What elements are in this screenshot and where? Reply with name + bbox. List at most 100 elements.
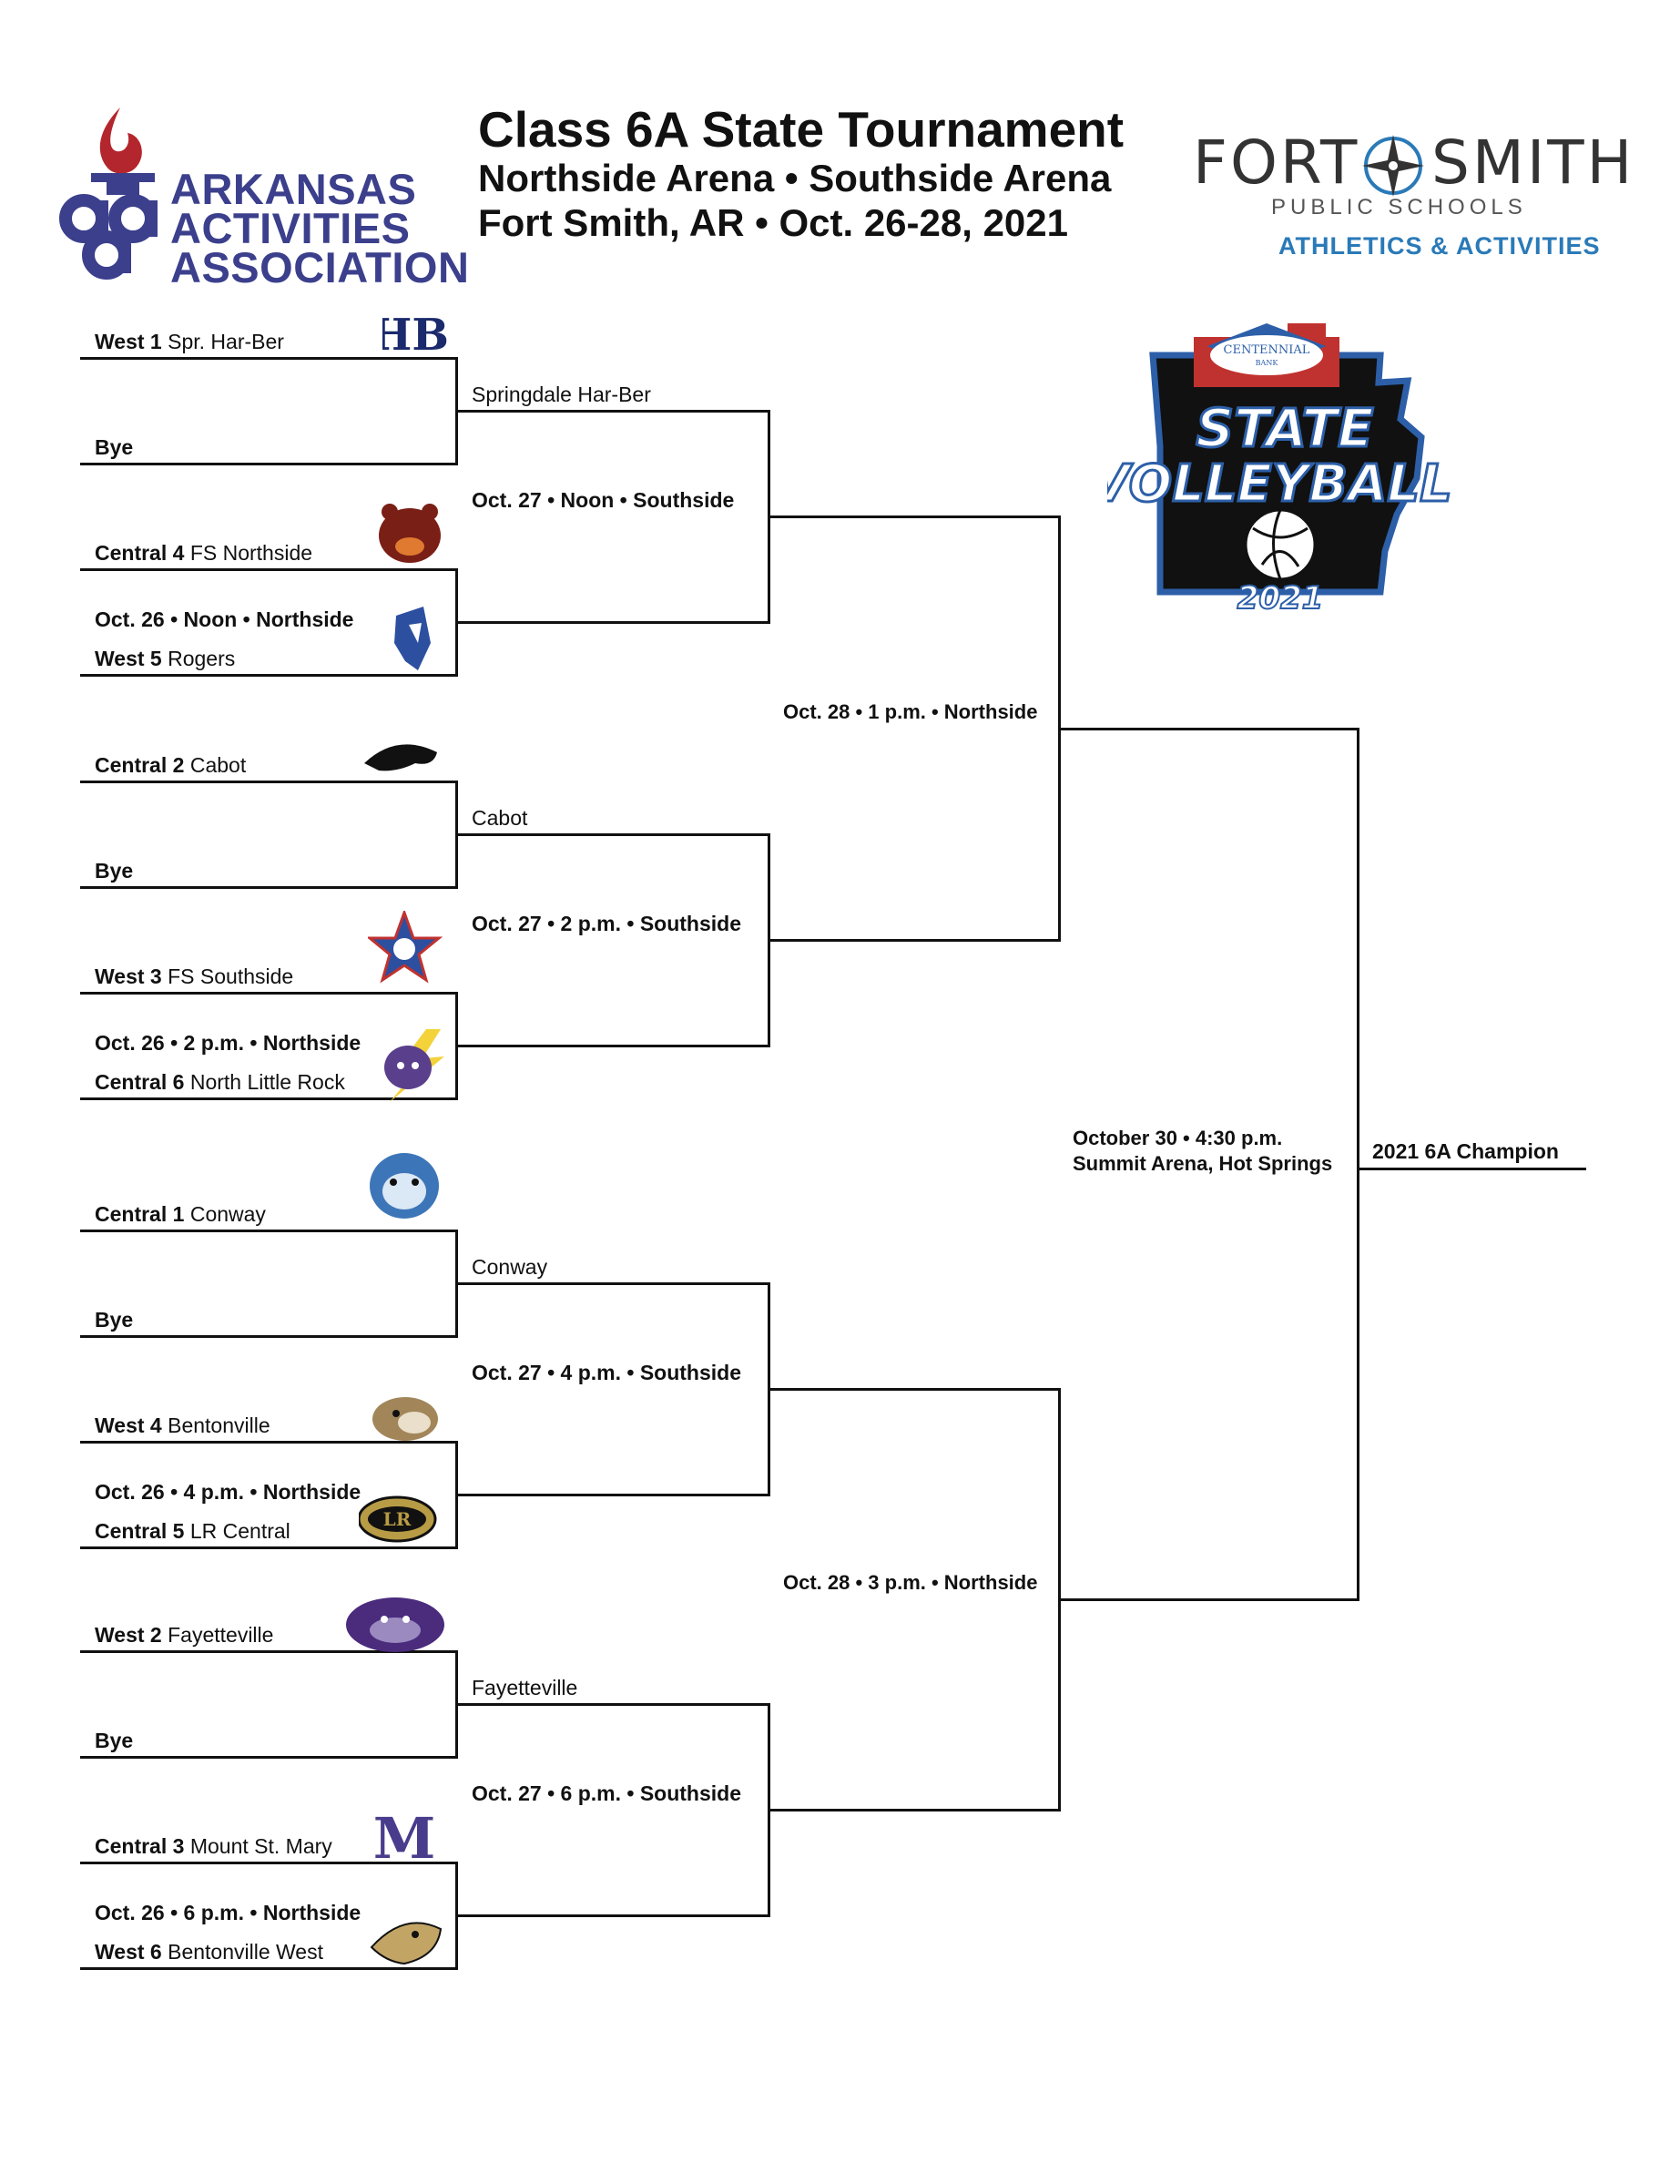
- seed-entry: Central 6 North Little Rock: [95, 1070, 345, 1095]
- volleyball-icon: [1244, 508, 1317, 581]
- seed-label: Bye: [95, 1729, 134, 1752]
- round2-game-info: Oct. 27 • 2 p.m. • Southside: [472, 912, 742, 935]
- fort-smith-logo: FORT SMITH PUBLIC SCHOOLS ATHLETICS & AC…: [1193, 128, 1632, 273]
- team-name: LR Central: [189, 1519, 290, 1543]
- bracket-line: [455, 833, 768, 836]
- seed-entry: West 5 Rogers: [95, 647, 235, 671]
- mavericks-star-icon: [368, 911, 443, 984]
- round2-game-info: Oct. 27 • Noon • Southside: [472, 488, 735, 512]
- seed-label: Central 4: [95, 541, 185, 565]
- bank-name-text: CENTENNIAL: [1224, 343, 1310, 357]
- conway-wampus-icon: [370, 1153, 439, 1219]
- seed-entry: Bye: [95, 435, 133, 460]
- bulldog-icon: [346, 1597, 444, 1652]
- msm-icon: M: [375, 1807, 435, 1872]
- seed-label: Central 6: [95, 1070, 185, 1094]
- bracket-line: [1357, 1167, 1586, 1170]
- bracket-line: [80, 568, 455, 571]
- bracket-line: [768, 939, 1058, 942]
- team-name: Bentonville: [168, 1413, 270, 1437]
- final-venue: Summit Arena, Hot Springs: [1073, 1152, 1333, 1175]
- bracket-line: [80, 1546, 455, 1549]
- seed-entry: Central 2 Cabot: [95, 753, 246, 778]
- mountie-icon: [394, 607, 431, 670]
- seed-label: West 4: [95, 1413, 162, 1437]
- team-name: Bentonville West: [168, 1940, 323, 1964]
- round1-game-info: Oct. 26 • 4 p.m. • Northside: [95, 1480, 361, 1504]
- bracket-line: [768, 1809, 1058, 1811]
- round2-game-info: Oct. 27 • 4 p.m. • Southside: [472, 1361, 742, 1384]
- bracket-line: [80, 886, 455, 889]
- svg-text:M: M: [375, 1807, 435, 1872]
- team-name: FS Southside: [168, 964, 294, 988]
- lr-central-icon: LR: [359, 1495, 437, 1543]
- bear-icon: [379, 504, 441, 563]
- aaa-logo: ARKANSAS ACTIVITIES ASSOCIATION: [56, 98, 469, 289]
- semifinal-game-info: Oct. 28 • 3 p.m. • Northside: [783, 1571, 1038, 1594]
- seed-label: Central 2: [95, 753, 185, 777]
- seed-label: Central 3: [95, 1834, 185, 1858]
- bracket-line: [455, 621, 768, 624]
- team-name: Spr. Har-Ber: [168, 330, 284, 353]
- bracket-line: [80, 1097, 455, 1100]
- team-name: Mount St. Mary: [189, 1834, 332, 1858]
- seed-entry: West 6 Bentonville West: [95, 1940, 323, 1965]
- aaa-logo-line2: ACTIVITIES: [170, 204, 411, 252]
- bracket-line: [455, 1282, 768, 1285]
- bracket-line: [80, 1230, 455, 1232]
- seed-label: Central 5: [95, 1519, 185, 1543]
- bracket-line: [80, 357, 455, 360]
- bracket-line: [80, 1441, 455, 1444]
- bracket-line: [455, 410, 768, 413]
- bracket-line: [80, 1756, 455, 1759]
- seed-entry: Central 5 LR Central: [95, 1519, 290, 1544]
- seed-label: West 1: [95, 330, 162, 353]
- seed-entry: West 1 Spr. Har-Ber: [95, 330, 284, 354]
- round2-game-info: Oct. 27 • 6 p.m. • Southside: [472, 1781, 742, 1805]
- bracket-line: [455, 1045, 768, 1047]
- bracket-line: [1357, 727, 1359, 1601]
- team-name: FS Northside: [189, 541, 313, 565]
- team-name: Cabot: [189, 753, 247, 777]
- state-volleyball-logo: CENTENNIAL BANK STATE VOLLEYBALL 2021: [1089, 319, 1453, 628]
- fs-logo-right: SMITH: [1431, 128, 1635, 198]
- bracket-line: [768, 515, 1058, 518]
- seed-label: Central 1: [95, 1202, 185, 1226]
- page-subtitle: Northside Arena • Southside Arena: [478, 157, 1112, 199]
- final-date: October 30 • 4:30 p.m.: [1073, 1127, 1283, 1149]
- seed-label: Bye: [95, 859, 134, 883]
- compass-icon: [1362, 135, 1424, 197]
- bracket-line: [80, 781, 455, 783]
- bank-sub-text: BANK: [1256, 359, 1279, 367]
- bracket-line: [455, 1914, 768, 1917]
- bracket-line: [80, 463, 455, 465]
- seed-label: Bye: [95, 1308, 134, 1332]
- logo-year-text: 2021: [1237, 580, 1324, 617]
- page-location-dates: Fort Smith, AR • Oct. 26-28, 2021: [478, 201, 1069, 244]
- seed-entry: Bye: [95, 1729, 133, 1753]
- bracket-line: [1058, 1598, 1357, 1601]
- semifinal-game-info: Oct. 28 • 1 p.m. • Northside: [783, 699, 1038, 723]
- logo-state-text: STATE: [1196, 397, 1373, 459]
- seed-label: West 3: [95, 964, 162, 988]
- panther-icon: [364, 744, 437, 771]
- aaa-torch-icon: [59, 107, 158, 280]
- seed-label: West 5: [95, 647, 162, 670]
- seed-entry: West 2 Fayetteville: [95, 1623, 273, 1648]
- bracket-line: [80, 674, 455, 677]
- bracket-line: [80, 1335, 455, 1338]
- bracket-line: [80, 1967, 455, 1970]
- round2-team: Fayetteville: [472, 1676, 578, 1699]
- tiger-icon: [372, 1397, 438, 1441]
- wildcat-icon: [384, 1029, 444, 1102]
- page-title: Class 6A State Tournament: [478, 101, 1125, 158]
- team-name: Rogers: [168, 647, 236, 670]
- team-name: Fayetteville: [168, 1623, 274, 1647]
- logo-volleyball-text: VOLLEYBALL: [1107, 454, 1452, 514]
- fs-logo-sub: PUBLIC SCHOOLS: [1271, 195, 1527, 219]
- svg-text:LR: LR: [383, 1508, 412, 1530]
- bracket-line: [80, 1650, 455, 1653]
- bracket-line: [455, 1703, 768, 1706]
- seed-entry: West 4 Bentonville: [95, 1413, 270, 1438]
- round2-team: Conway: [472, 1255, 548, 1279]
